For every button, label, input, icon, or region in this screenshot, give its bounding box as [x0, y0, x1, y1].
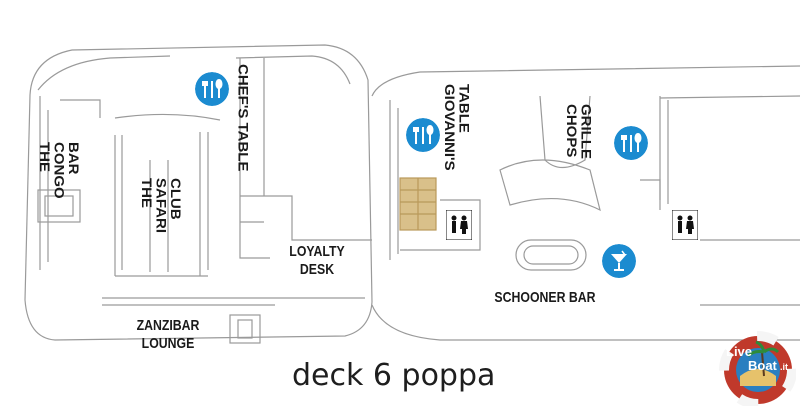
restroom-icon	[446, 210, 472, 240]
cocktail-glass-icon	[602, 244, 636, 278]
hull-outline-aft	[24, 44, 373, 341]
deck-caption: deck 6 poppa	[292, 358, 496, 393]
watermark-boat: Boat	[748, 358, 777, 373]
hull-outline-mid	[371, 65, 800, 97]
label-loyalty-desk: LOYALTY DESK	[289, 243, 345, 278]
label-chefs-table: CHEF'S TABLE	[234, 64, 251, 172]
watermark-live: Live	[726, 344, 753, 359]
lifebuoy-icon	[719, 331, 797, 409]
fork-knife-spoon-icon	[614, 126, 648, 160]
fork-knife-spoon-icon	[406, 118, 440, 152]
label-schooner-bar: SCHOONER BAR	[494, 289, 596, 306]
fork-knife-spoon-icon	[195, 72, 229, 106]
liveboat-watermark-logo: Live Boat .it	[718, 326, 797, 409]
label-zanzibar-lounge: ZANZIBAR LOUNGE	[136, 317, 200, 352]
watermark-suffix: .it	[780, 362, 788, 372]
restroom-icon	[672, 210, 698, 240]
